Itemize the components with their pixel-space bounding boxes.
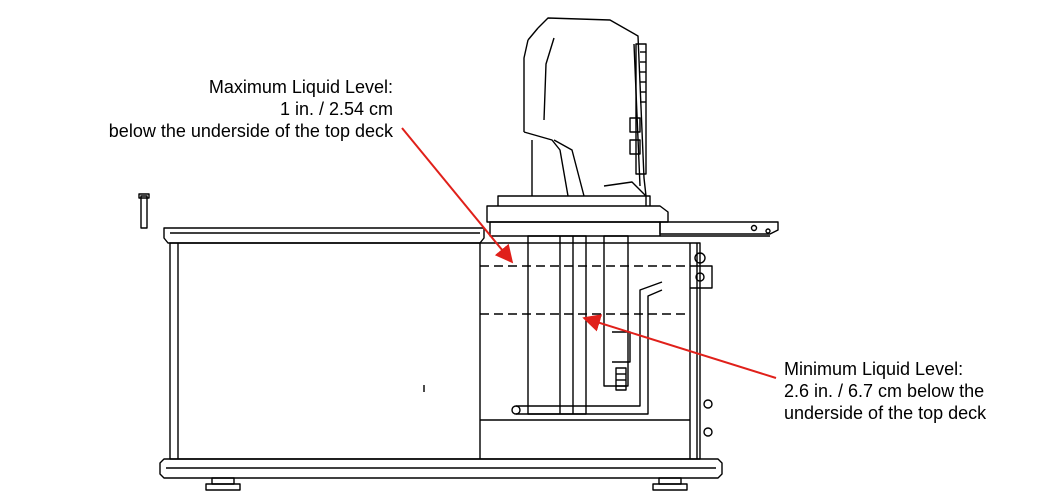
immersion-tube [527, 235, 631, 415]
max-level-arrow [401, 127, 514, 264]
deck-extension [659, 221, 779, 237]
min-liquid-level-callout: Minimum Liquid Level: 2.6 in. / 6.7 cm b… [784, 358, 986, 424]
control-tower [523, 17, 647, 206]
max-level-reference: below the underside of the top deck [108, 121, 393, 141]
min-level-value: 2.6 in. / 6.7 cm below the [784, 381, 985, 401]
bath-tank [169, 242, 701, 460]
min-level-title: Minimum Liquid Level: [784, 359, 964, 379]
max-level-title: Maximum Liquid Level: [208, 77, 393, 97]
return-pipe [511, 281, 663, 415]
side-fittings [690, 252, 713, 437]
foot-right [652, 477, 688, 491]
foot-left [205, 477, 241, 491]
max-liquid-level-callout: Maximum Liquid Level: 1 in. / 2.54 cm be… [109, 76, 393, 142]
top-deck [163, 227, 485, 244]
base-plinth [159, 458, 723, 479]
min-level-reference: underside of the top deck [784, 403, 987, 423]
deck-rod [138, 193, 150, 229]
circulator-head [486, 195, 669, 237]
max-level-value: 1 in. / 2.54 cm [279, 99, 393, 119]
min-level-arrow [582, 314, 777, 379]
